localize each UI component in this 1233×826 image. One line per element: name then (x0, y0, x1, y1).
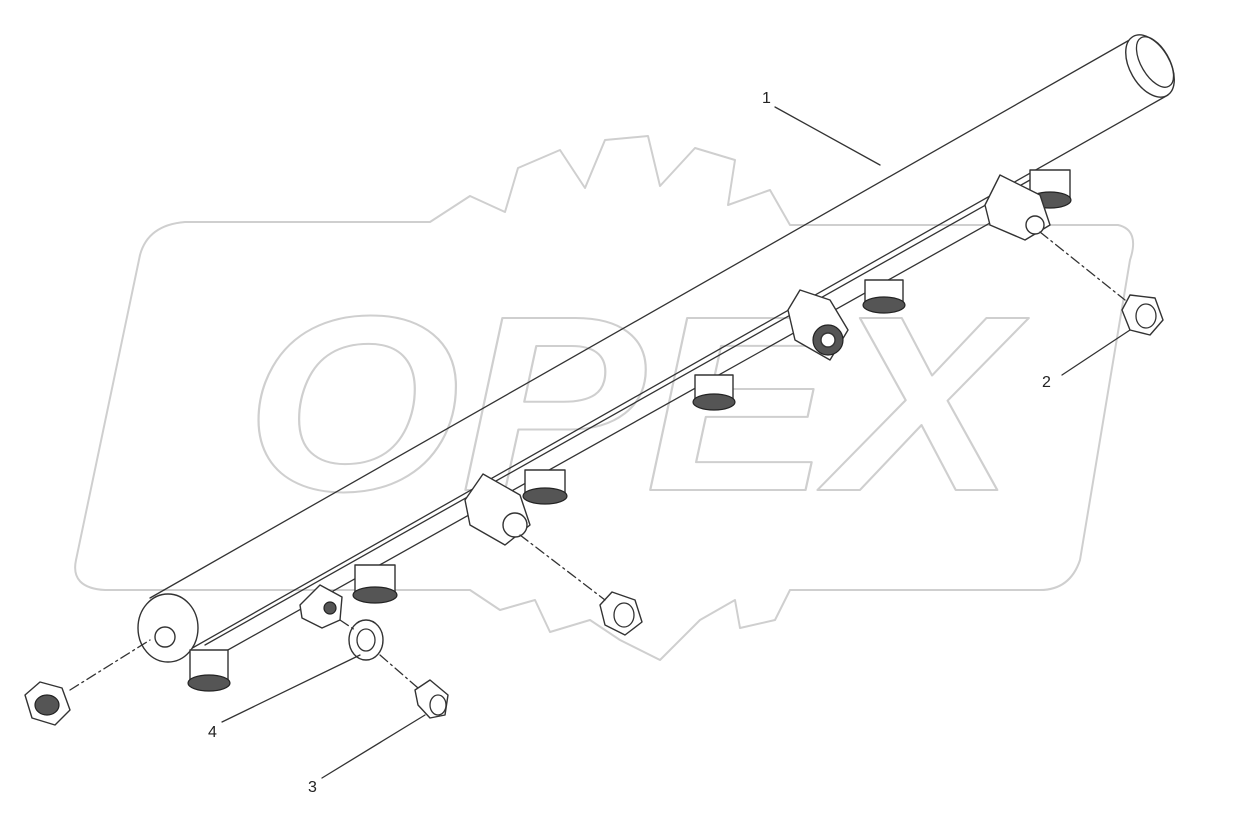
end-fitting-left (24, 681, 71, 726)
outlet-stub (862, 279, 906, 314)
boss (299, 584, 343, 629)
outlet-stub (692, 374, 736, 411)
plug-center (599, 591, 643, 636)
watermark-logo: OPEX (74, 135, 1134, 661)
watermark-gear-outline (74, 135, 1134, 661)
boss (464, 473, 531, 546)
boss (787, 289, 849, 361)
outlet-stub (187, 649, 231, 692)
callout-4: 4 (208, 724, 217, 741)
callouts: 1 2 3 4 (208, 90, 1131, 796)
plug-part-3 (414, 679, 449, 719)
main-pipe (137, 34, 1175, 663)
callout-3: 3 (308, 779, 317, 796)
watermark-text: OPEX (245, 264, 1030, 543)
branch-rail (204, 179, 1041, 661)
callout-1: 1 (762, 90, 771, 107)
rail-bosses (299, 174, 1051, 629)
fittings (24, 231, 1164, 726)
washer (348, 619, 384, 661)
outlet-stub (522, 469, 568, 505)
plug-part-2 (1121, 294, 1164, 336)
boss (984, 174, 1051, 241)
outlet-stubs (187, 169, 1072, 692)
outlet-stub (352, 564, 398, 604)
callout-2: 2 (1042, 374, 1051, 391)
